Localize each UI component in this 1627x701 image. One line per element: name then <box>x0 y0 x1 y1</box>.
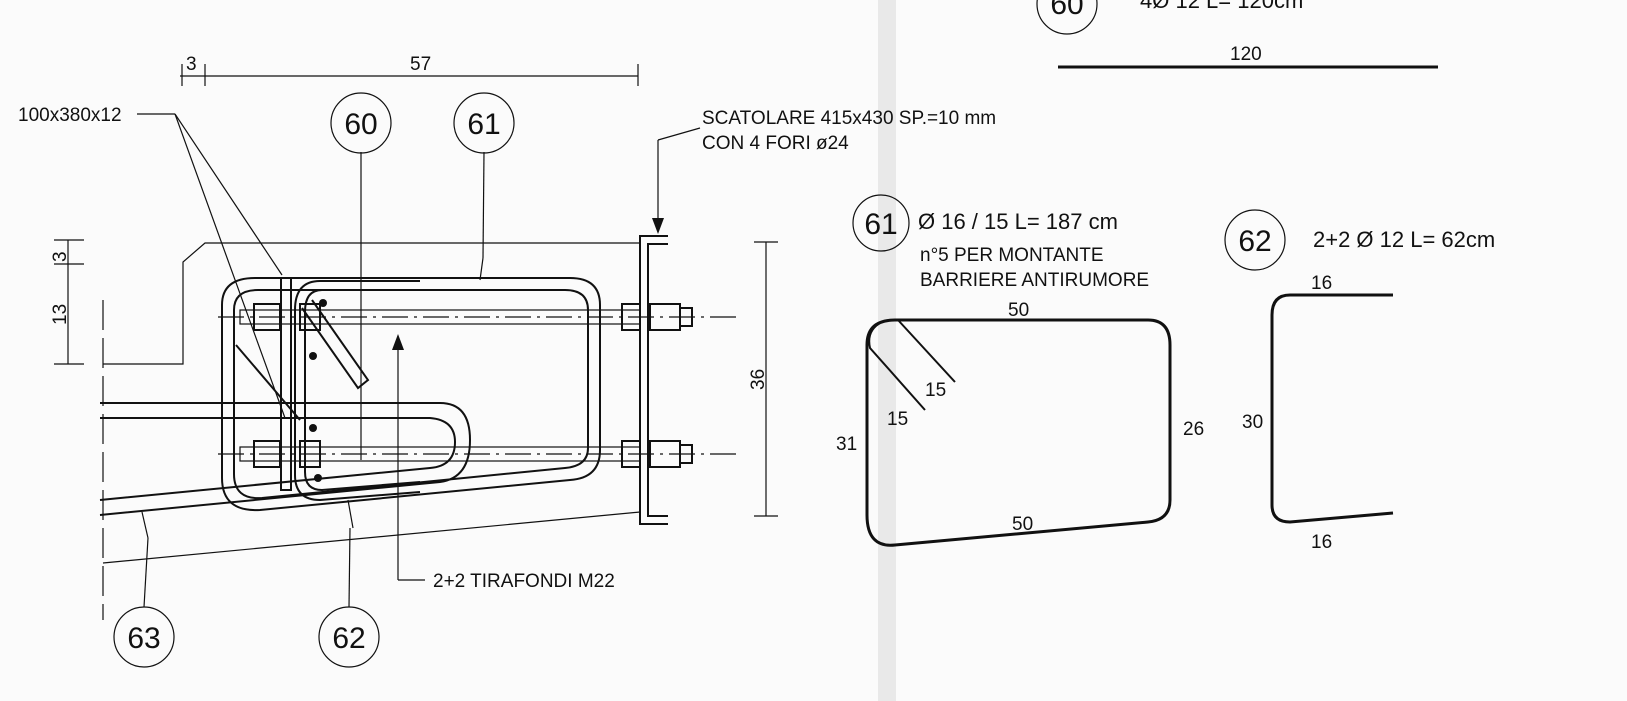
box-note-1: SCATOLARE 415x430 SP.=10 mm <box>702 108 996 129</box>
bar-60-mark: 60 <box>1050 0 1083 21</box>
dim-small: 3 <box>186 54 197 75</box>
bar-62-dim-side: 30 <box>1242 412 1263 433</box>
plate-leader-2 <box>174 113 286 419</box>
bar-63-outline <box>99 402 472 516</box>
bar-61-mark: 61 <box>864 208 897 241</box>
dim-span: 57 <box>410 54 431 75</box>
bar-61-note-1: n°5 PER MONTANTE <box>920 245 1104 266</box>
concrete-outline <box>103 242 640 365</box>
bar-61-hook-1: 15 <box>887 409 908 430</box>
bar-61-outline <box>221 277 601 512</box>
bar-62-dim-top: 16 <box>1311 273 1332 294</box>
dim-v-right: 36 <box>748 369 769 390</box>
bar-62-mark: 62 <box>1238 225 1271 258</box>
bar-61-dim-left: 31 <box>836 434 857 455</box>
bar-61-note-2: BARRIERE ANTIRUMORE <box>920 270 1149 291</box>
bar-60-schedule: 60 4Ø 12 L= 120cm 120 <box>1036 0 1438 69</box>
bar-62-shape <box>1270 293 1394 524</box>
bar-61-dim-top: 50 <box>1008 300 1029 321</box>
bar-61-hook-2: 15 <box>925 380 946 401</box>
bar-62-spec: 2+2 Ø 12 L= 62cm <box>1313 227 1495 252</box>
bar-62-schedule: 62 2+2 Ø 12 L= 62cm 16 16 30 <box>1224 209 1495 553</box>
mark-63: 63 <box>127 622 160 655</box>
mark-60-circle <box>330 92 392 154</box>
bar-61-schedule: 61 Ø 16 / 15 L= 187 cm n°5 PER MONTANTE … <box>836 194 1204 547</box>
plate-label: 100x380x12 <box>18 105 122 126</box>
threaded-rod-top <box>218 303 740 331</box>
page-fold <box>878 0 896 701</box>
mark-60: 60 <box>344 108 377 141</box>
threaded-rod-bottom <box>218 440 740 468</box>
bar-61-spec: Ø 16 / 15 L= 187 cm <box>918 209 1118 234</box>
bar-60-length: 120 <box>1230 44 1262 65</box>
mark-62: 62 <box>332 622 365 655</box>
bar-62-outline <box>294 280 421 502</box>
box-section <box>639 235 668 525</box>
bar-61-dim-right: 26 <box>1183 419 1204 440</box>
mark-63-circle <box>113 606 175 668</box>
anchor-note: 2+2 TIRAFONDI M22 <box>433 571 615 592</box>
bar-61-dim-bottom: 50 <box>1012 514 1033 535</box>
plate-leader-1 <box>174 113 283 276</box>
section-detail: 3 57 100x380x12 3 13 <box>18 54 996 668</box>
box-note-2: CON 4 FORI ø24 <box>702 133 849 154</box>
dim-v-top: 3 <box>50 251 71 262</box>
mark-62-circle <box>318 606 380 668</box>
plate-100x380 <box>280 277 292 491</box>
dim-v-mid: 13 <box>50 304 71 325</box>
mark-61-circle <box>453 92 515 154</box>
bar-60-spec: 4Ø 12 L= 120cm <box>1140 0 1303 13</box>
bar-61-shape <box>865 318 1172 547</box>
mark-61: 61 <box>467 108 500 141</box>
bar-62-dim-bottom: 16 <box>1311 532 1332 553</box>
